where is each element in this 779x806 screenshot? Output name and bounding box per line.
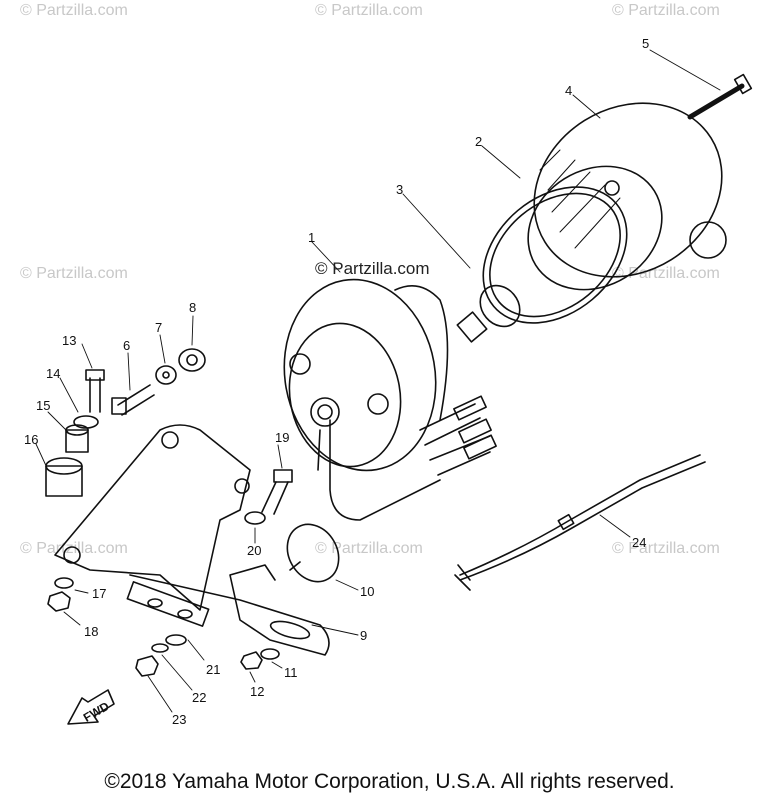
callout-5: 5 bbox=[642, 36, 649, 51]
leader-lines bbox=[35, 49, 721, 713]
callout-15: 15 bbox=[36, 398, 50, 413]
copyright-notice: ©2018 Yamaha Motor Corporation, U.S.A. A… bbox=[104, 770, 675, 793]
callout-16: 16 bbox=[24, 432, 38, 447]
watermark-center: © Partzilla.com bbox=[315, 259, 430, 278]
bolt-19-20 bbox=[244, 469, 293, 525]
watermark-mid-right: © Partzilla.com bbox=[612, 265, 720, 282]
watermark-low-center: © Partzilla.com bbox=[315, 540, 423, 557]
callout-3: 3 bbox=[396, 182, 403, 197]
watermarks: © Partzilla.com © Partzilla.com © Partzi… bbox=[20, 2, 720, 557]
callout-6: 6 bbox=[123, 338, 130, 353]
callout-10: 10 bbox=[360, 584, 374, 599]
callout-7: 7 bbox=[155, 320, 162, 335]
callout-19: 19 bbox=[275, 430, 289, 445]
callout-23: 23 bbox=[172, 712, 186, 727]
callout-11: 11 bbox=[284, 665, 298, 680]
callout-labels: 1 2 3 4 5 6 7 8 9 10 11 12 13 14 15 16 1… bbox=[24, 36, 649, 727]
watermark-low-left: © Partzilla.com bbox=[20, 540, 128, 557]
tail-bulb bbox=[456, 284, 521, 343]
tail-lens-housing bbox=[527, 102, 727, 291]
tail-bracket bbox=[54, 424, 330, 656]
callout-1: 1 bbox=[308, 230, 315, 245]
callout-4: 4 bbox=[565, 83, 572, 98]
watermark-mid-left: © Partzilla.com bbox=[20, 265, 128, 282]
nut-washer-lower bbox=[135, 634, 187, 677]
fwd-arrow bbox=[67, 689, 115, 725]
watermark-top-right: © Partzilla.com bbox=[612, 2, 720, 19]
callout-12: 12 bbox=[250, 684, 264, 699]
mount-bolt-stack bbox=[45, 369, 105, 497]
nut-washer-left bbox=[47, 577, 74, 612]
callout-2: 2 bbox=[475, 134, 482, 149]
watermark-top-left: © Partzilla.com bbox=[20, 2, 128, 19]
callout-8: 8 bbox=[189, 300, 196, 315]
callout-9: 9 bbox=[360, 628, 367, 643]
watermark-low-right: © Partzilla.com bbox=[612, 540, 720, 557]
lamp-base bbox=[283, 278, 497, 521]
callout-20: 20 bbox=[247, 543, 261, 558]
callout-18: 18 bbox=[84, 624, 98, 639]
callout-22: 22 bbox=[192, 690, 206, 705]
callout-21: 21 bbox=[206, 662, 220, 677]
callout-13: 13 bbox=[62, 333, 76, 348]
bolt-washer-cushion-set bbox=[111, 348, 206, 416]
nut-washer-right bbox=[240, 648, 280, 670]
lens-gasket bbox=[482, 186, 628, 324]
reflector-10 bbox=[286, 523, 340, 583]
callout-14: 14 bbox=[46, 366, 60, 381]
callout-24: 24 bbox=[632, 535, 646, 550]
wire-harness bbox=[454, 454, 706, 591]
callout-17: 17 bbox=[92, 586, 106, 601]
lens-screw bbox=[687, 73, 753, 120]
watermark-top-center: © Partzilla.com bbox=[315, 2, 423, 19]
